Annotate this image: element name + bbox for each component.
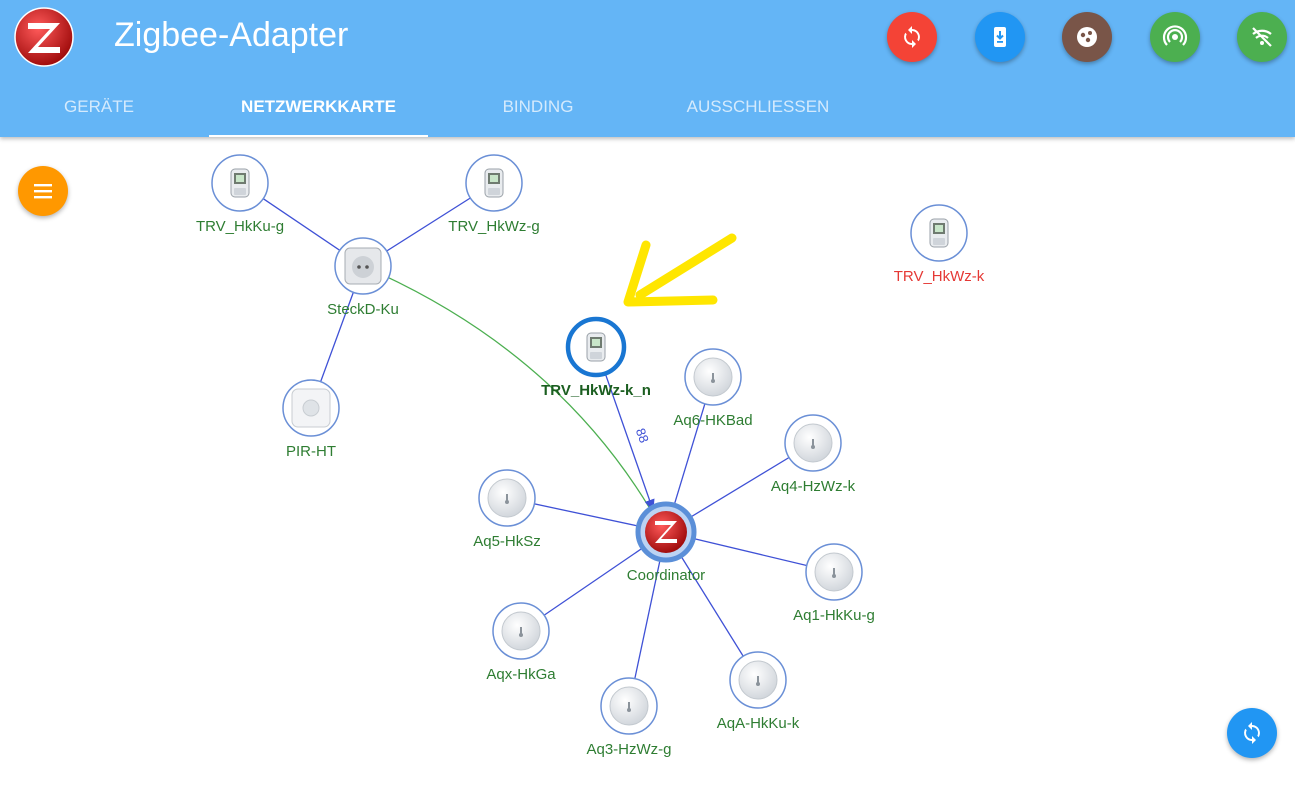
zigbee-logo-icon xyxy=(14,7,74,67)
node-trv_hkwz_k_n[interactable]: TRV_HkWz-k_n xyxy=(541,316,651,399)
app-title: Zigbee-Adapter xyxy=(114,16,349,54)
node-label: PIR-HT xyxy=(286,443,336,460)
node-label: TRV_HkWz-g xyxy=(448,218,539,235)
link-label: 88 xyxy=(633,426,652,445)
node-label: Aq3-HzWz-g xyxy=(586,741,671,758)
menu-button[interactable] xyxy=(18,166,68,216)
node-aq4[interactable]: Aq4-HzWz-k xyxy=(771,414,856,495)
download-icon xyxy=(994,27,1006,47)
signal-button[interactable] xyxy=(1150,12,1200,62)
annotation-arrow xyxy=(623,233,737,307)
node-aq6[interactable]: Aq6-HKBad xyxy=(673,348,753,429)
node-aq5[interactable]: Aq5-HkSz xyxy=(473,469,541,550)
wifi-slash-icon xyxy=(1252,27,1272,47)
node-label: SteckD-Ku xyxy=(327,301,399,318)
menu-icon xyxy=(34,184,52,199)
wifi-slash-button[interactable] xyxy=(1237,12,1287,62)
node-label: Aq6-HKBad xyxy=(673,412,752,429)
node-label: Aqx-HkGa xyxy=(486,666,556,683)
node-trv_hkwz_k[interactable]: TRV_HkWz-k xyxy=(894,204,985,285)
download-button[interactable] xyxy=(975,12,1025,62)
app-bar: Zigbee-Adapter xyxy=(0,0,1295,137)
sync-button[interactable] xyxy=(887,12,937,62)
node-label: Coordinator xyxy=(627,567,705,584)
refresh-map-button[interactable] xyxy=(1227,708,1277,758)
link-steckd_ku-coord xyxy=(362,265,653,513)
cookie-button[interactable] xyxy=(1062,12,1112,62)
tab-ausschliessen[interactable]: AUSSCHLIESSEN xyxy=(686,97,830,116)
node-label: TRV_HkWz-k xyxy=(894,268,985,285)
node-label: TRV_HkWz-k_n xyxy=(541,382,651,399)
sync-icon xyxy=(904,26,920,48)
node-trv_hkku_g[interactable]: TRV_HkKu-g xyxy=(196,154,284,235)
tab-binding[interactable]: BINDING xyxy=(502,97,574,116)
node-label: TRV_HkKu-g xyxy=(196,218,284,235)
cookie-icon xyxy=(1077,27,1097,47)
node-label: AqA-HkKu-k xyxy=(717,715,800,732)
node-aqa[interactable]: AqA-HkKu-k xyxy=(717,651,800,732)
tab-netzwerkkarte[interactable]: NETZWERKKARTE xyxy=(209,84,428,137)
node-label: Aq1-HkKu-g xyxy=(793,607,875,624)
node-label: Aq4-HzWz-k xyxy=(771,478,856,495)
tab-bar: GERÄTE NETZWERKKARTE BINDING AUSSCHLIESS… xyxy=(0,84,1295,137)
node-coord[interactable]: Coordinator xyxy=(627,501,705,584)
node-aqx[interactable]: Aqx-HkGa xyxy=(486,602,556,683)
node-aq1[interactable]: Aq1-HkKu-g xyxy=(793,543,875,624)
node-aq3[interactable]: Aq3-HzWz-g xyxy=(586,677,672,758)
refresh-icon xyxy=(1244,722,1260,744)
node-label: Aq5-HkSz xyxy=(473,533,541,550)
node-trv_hkwz_g[interactable]: TRV_HkWz-g xyxy=(448,154,540,235)
signal-icon xyxy=(1162,25,1188,46)
node-steckd_ku[interactable]: SteckD-Ku xyxy=(327,237,399,318)
tab-geraete[interactable]: GERÄTE xyxy=(64,97,134,116)
node-pir_ht[interactable]: PIR-HT xyxy=(282,379,340,460)
